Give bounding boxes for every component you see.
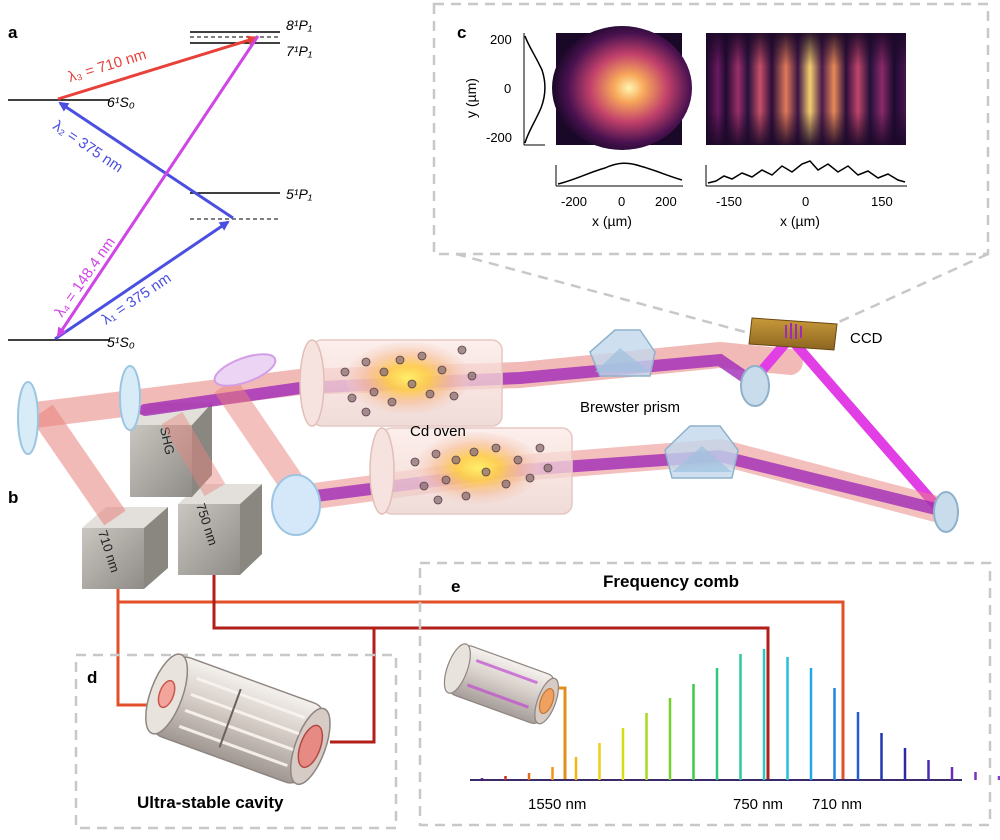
oven-label: Cd oven — [410, 423, 466, 440]
ccd-camera — [748, 317, 838, 351]
cd-atoms — [340, 345, 553, 505]
x-axis-label-left: x (µm) — [592, 213, 632, 229]
comb-title: Frequency comb — [603, 572, 739, 591]
zoom-line-left — [455, 252, 761, 338]
x-profile-curve-right — [707, 160, 906, 184]
arrow-lambda4 — [56, 35, 260, 338]
beam-red-750-up — [161, 411, 226, 497]
arrow-lambda2 — [58, 101, 234, 220]
panel-label-a: a — [8, 23, 18, 42]
y-tick-0: 0 — [504, 81, 511, 96]
brewster-prism-upper — [589, 329, 656, 377]
brewster-label: Brewster prism — [580, 399, 680, 416]
label-6s0: 6¹S₀ — [107, 94, 135, 110]
x-tick-left-200: 200 — [655, 194, 677, 209]
comb-lines — [480, 649, 1000, 780]
label-lambda3: λ₃ = 710 nm — [66, 46, 148, 86]
arrow-lambda3 — [57, 35, 258, 101]
panel-label-d: d — [87, 668, 97, 687]
comb-cavity — [443, 643, 560, 725]
cd-oven-upper — [299, 339, 503, 427]
y-tick-minus200: -200 — [486, 130, 512, 145]
y-profile-curve — [524, 35, 546, 144]
x-tick-right-150: 150 — [871, 194, 893, 209]
x-tick-right-minus150: -150 — [716, 194, 742, 209]
label-5s0: 5¹S₀ — [107, 334, 135, 350]
wire-750-to-comb — [212, 575, 770, 780]
wires — [116, 575, 845, 780]
mirror-4 — [740, 365, 770, 407]
beam-image-spot — [552, 26, 692, 150]
mirror-5 — [933, 491, 959, 533]
brewster-prism-lower — [664, 425, 739, 479]
mirror-3 — [271, 474, 321, 536]
x-axis-label-right: x (µm) — [780, 213, 820, 229]
comb-label-1550: 1550 nm — [528, 796, 586, 813]
wire-710-to-comb — [116, 589, 845, 780]
shg-label: SHG — [157, 426, 178, 457]
arrow-lambda1 — [54, 220, 230, 341]
panel-d-frame — [74, 653, 398, 830]
wire-750-to-cavity — [330, 628, 376, 744]
panel-b-optical-setup: b 710 nm 750 nm SHG — [8, 317, 959, 589]
laser-750: 750 nm — [178, 484, 262, 575]
x-profile-curve-left — [557, 162, 683, 185]
dichroic-mirror — [213, 353, 277, 387]
comb-label-750: 750 nm — [733, 796, 783, 813]
panel-c-frame — [432, 2, 990, 256]
panel-e-frequency-comb: e Frequency comb 1550 nm 750 nm 710 nm — [418, 561, 1000, 827]
laser-710: 710 nm — [82, 507, 168, 589]
cd-oven-lower — [369, 427, 573, 515]
ccd-label: CCD — [850, 330, 883, 347]
panel-c-beam-profiles: c 200 0 -200 y (µm) -200 0 200 x (µm) -1… — [432, 2, 990, 256]
label-lambda1: λ₁ = 375 nm — [99, 270, 175, 329]
cavity-title: Ultra-stable cavity — [137, 793, 284, 812]
beam-violet-upper — [139, 353, 758, 416]
mirror-1 — [17, 381, 39, 455]
y-tick-200: 200 — [490, 32, 512, 47]
label-8p1: 8¹P₁ — [286, 17, 313, 33]
panel-label-e: e — [451, 577, 460, 596]
panel-d-cavity: d Ultra-stable cavity — [74, 653, 398, 830]
label-lambda2: λ₂ = 375 nm — [50, 117, 126, 176]
panel-label-c: c — [457, 23, 466, 42]
panel-e-frame — [418, 561, 992, 827]
panel-a-energy-diagram: a 8¹P₁ 7¹P₁ 6¹S₀ 5¹P₁ 5¹S₀ λ₃ = 710 nm λ… — [8, 17, 313, 350]
x-tick-left-minus200: -200 — [561, 194, 587, 209]
panel-label-b: b — [8, 488, 18, 507]
cavity-body — [145, 653, 331, 786]
comb-label-710: 710 nm — [812, 796, 862, 813]
y-axis-label: y (µm) — [463, 78, 479, 118]
mirror-2 — [119, 365, 141, 431]
label-5p1: 5¹P₁ — [286, 186, 313, 202]
x-tick-right-0: 0 — [802, 194, 809, 209]
beam-red-710-up — [31, 404, 126, 526]
fringe-image-fade — [706, 33, 906, 145]
label-7p1: 7¹P₁ — [286, 43, 313, 59]
wire-710-to-cavity — [116, 602, 160, 707]
x-tick-left-0: 0 — [618, 194, 625, 209]
